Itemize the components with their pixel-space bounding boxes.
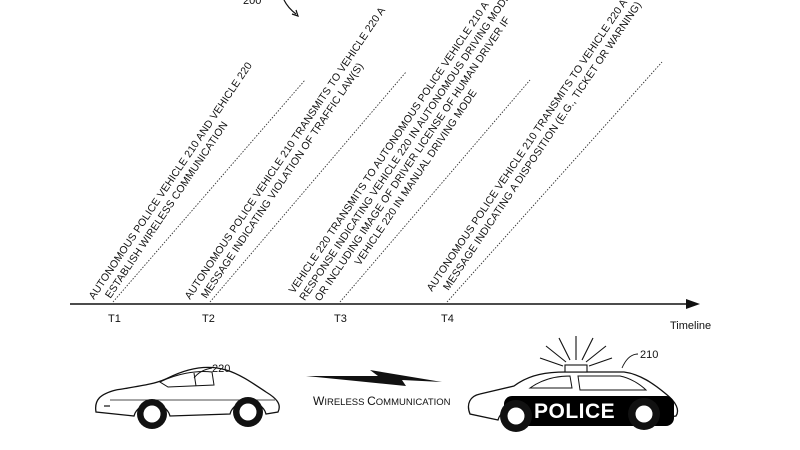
civilian-vehicle-220 [94, 366, 280, 429]
police-ref-leader [621, 353, 639, 369]
civilian-window [158, 371, 215, 388]
event-text-t2: AUTONOMOUS POLICE VEHICLE 210 TRANSMITS … [183, 5, 388, 302]
civilian-front-hub [142, 404, 162, 424]
event-text-t3: VEHICLE 220 TRANSMITS TO AUTONOMOUS POLI… [287, 0, 514, 304]
civilian-ref-number: 220 [212, 363, 230, 375]
tick-label-t2: T2 [202, 313, 215, 325]
tick-label-t1: T1 [108, 313, 121, 325]
civilian-ref-leader [193, 367, 213, 379]
timeline-arrowhead [686, 299, 700, 309]
police-front-hub [506, 406, 526, 426]
event-leader-t1 [112, 79, 306, 303]
siren-light-bar [564, 364, 588, 373]
timeline-label: Timeline [670, 320, 711, 332]
figure-ref-arrowhead [291, 9, 299, 17]
police-ref-number: 210 [640, 349, 658, 361]
tick-label-t3: T3 [334, 313, 347, 325]
event-text-t1: AUTONOMOUS POLICE VEHICLE 210 AND VEHICL… [87, 60, 255, 302]
event-leader-t2 [209, 71, 407, 303]
police-vehicle-210: POLICE [467, 336, 679, 432]
tick-label-t4: T4 [441, 313, 454, 325]
civilian-window-divider [193, 372, 197, 387]
event-t3-line-2: RESPONSE INDICATING VEHICLE 220 IN AUTON… [297, 0, 513, 303]
police-front-window [528, 375, 573, 389]
siren-rays-icon [539, 336, 613, 367]
police-rear-window [577, 375, 648, 391]
event-leader-t3 [339, 79, 531, 303]
wireless-communication-label: WIRELESS COMMUNICATION [313, 394, 451, 408]
wireless-bolt-icon [306, 370, 442, 386]
police-rear-hub [634, 404, 654, 424]
civilian-rear-hub [238, 402, 258, 422]
figure-ref-number: 200 [243, 0, 261, 7]
figure-ref-leader [283, 0, 297, 15]
police-door-text: POLICE [534, 400, 615, 423]
